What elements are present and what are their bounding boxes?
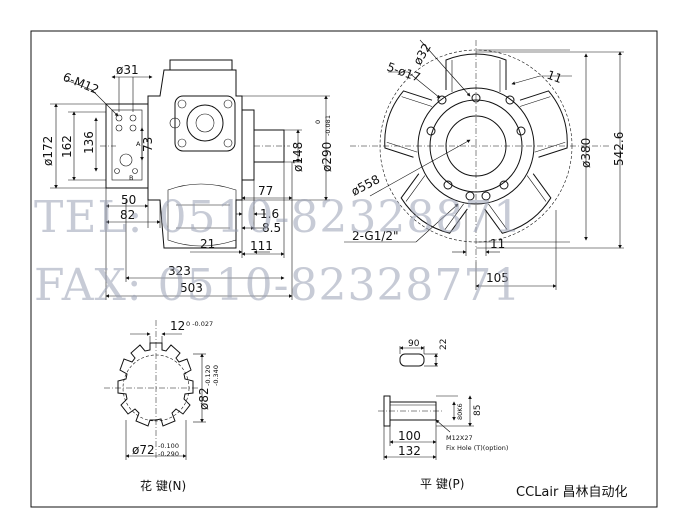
dim-d290-tol-upper: 0 (314, 120, 322, 124)
dim-spline-d72-tol-upper: -0.100 (158, 442, 179, 450)
dim-key-80k6: 80K6 (456, 403, 464, 420)
side-view-dimensions: ø32 5-ø17 11 ø380 542.6 ø558 2-G1/2" 11 … (344, 39, 626, 288)
dim-d290-tol-lower: -0.081 (324, 115, 332, 136)
dim-spline-d72-tol-lower: -0.290 (158, 450, 179, 458)
key-m12-label: M12X27 (446, 434, 473, 442)
dim-73: 73 (141, 137, 155, 152)
dim-111: 111 (250, 239, 273, 253)
watermark-tel: TEL: 0510-82328871 (34, 192, 522, 243)
key-top-view (399, 353, 425, 367)
dim-d380: ø380 (579, 138, 593, 168)
dim-spline-d82-tol-upper: -0.120 (204, 365, 212, 386)
dim-key-100: 100 (398, 429, 421, 443)
port-a-label: A (136, 140, 141, 148)
key-fix-hole-label: Fix Hole (T)(option) (446, 444, 508, 452)
dim-77: 77 (258, 184, 273, 198)
cylinder-cap (174, 95, 236, 152)
brand-label: CCLair 昌林自动化 (516, 485, 627, 500)
dim-105: 105 (486, 271, 509, 285)
dim-503: 503 (180, 281, 203, 295)
dim-82: 82 (120, 208, 135, 222)
dim-key-132: 132 (398, 444, 421, 458)
spline-profile (117, 342, 194, 427)
dim-key-90: 90 (408, 339, 420, 349)
dim-key-22: 22 (439, 339, 449, 350)
dim-323: 323 (168, 264, 191, 278)
dim-21: 21 (200, 237, 215, 251)
spline-detail: 12 0 -0.027 ø82 -0.120 -0.340 ø72 -0.100… (104, 319, 220, 493)
dim-spline-d82: ø82 (197, 387, 211, 410)
dim-d172: ø172 (41, 136, 55, 166)
dim-d148: ø148 (291, 142, 305, 172)
dim-spline-d82-tol-lower: -0.340 (212, 365, 220, 386)
dim-11-top: 11 (545, 68, 564, 86)
key-detail: 90 22 80K6 85 M12X27 Fix Hole (T)(option… (378, 339, 508, 491)
dim-136: 136 (82, 131, 96, 154)
front-view (50, 59, 330, 300)
dim-d31: ø31 (116, 63, 139, 77)
dim-key-85: 85 (473, 405, 483, 416)
dim-d290: ø290 (320, 142, 334, 172)
dim-162: 162 (60, 135, 74, 158)
dim-spline-12-tol: 0 -0.027 (186, 320, 213, 328)
dim-542-6: 542.6 (612, 132, 626, 166)
watermark-fax: FAX: 0510-82328771 (34, 260, 521, 311)
dim-11-bottom: 11 (490, 237, 505, 251)
dim-spline-12: 12 (170, 319, 185, 333)
dim-port-g1-2: 2-G1/2" (352, 229, 399, 243)
dim-50: 50 (121, 193, 136, 207)
dim-6-m12: 6-M12 (61, 70, 101, 97)
dim-spline-d72: ø72 (132, 443, 155, 457)
star-lobes (384, 53, 568, 234)
drawing-border (30, 30, 658, 508)
side-view (350, 40, 624, 290)
dim-8-5: 8.5 (262, 221, 281, 235)
port-b-label: B (129, 174, 133, 182)
dim-1-6: 1.6 (260, 207, 279, 221)
front-view-dimensions: ø31 6-M12 ø172 162 136 73 A B ø148 ø290 … (41, 63, 334, 298)
spline-caption: 花 键(N) (140, 478, 186, 493)
key-caption: 平 键(P) (420, 477, 464, 491)
dim-d32: ø32 (410, 41, 433, 68)
